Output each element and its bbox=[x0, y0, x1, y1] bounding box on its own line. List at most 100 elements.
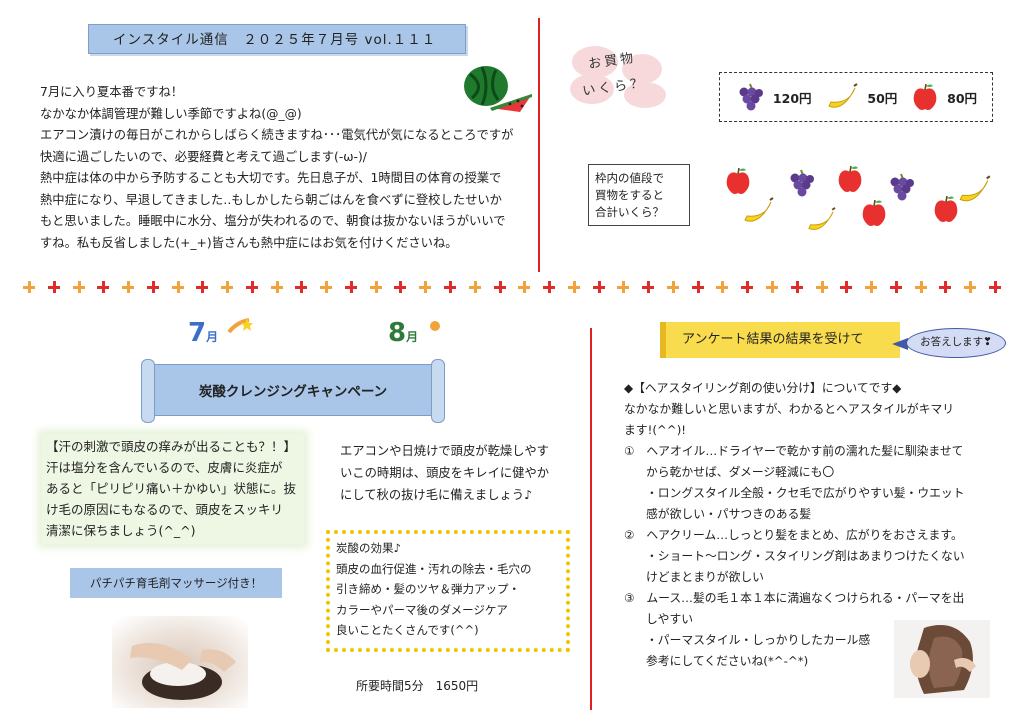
effects-line: カラーやパーマ後のダメージケア bbox=[336, 602, 508, 617]
apple-icon bbox=[862, 199, 886, 226]
divider-cross-icon bbox=[963, 280, 977, 294]
survey-line: ・パーマスタイル・しっかりしたカール感 bbox=[646, 633, 871, 647]
sweat-info-line: あると「ピリピリ痛い＋かゆい」状態に。抜 bbox=[46, 481, 297, 496]
divider-cross-icon bbox=[369, 280, 383, 294]
apple-icon bbox=[913, 83, 937, 110]
intro-line: すね。私も反省しました(+_+)皆さんも熱中症にはお気を付けくださいね。 bbox=[40, 235, 458, 250]
fruit-scatter bbox=[720, 160, 1000, 240]
price-apple-value: 80円 bbox=[947, 90, 978, 106]
sweat-info-line: け毛の原因にもなるので、頭皮をスッキリ bbox=[46, 502, 284, 517]
month-july-label: 7月 bbox=[188, 318, 254, 348]
divider-cross-icon bbox=[592, 280, 606, 294]
decorative-divider bbox=[22, 280, 1002, 298]
price-box: 120円 50円 80円 bbox=[719, 72, 993, 122]
survey-line: なかなか難しいと思いますが、わかるとヘアスタイルがキマリ bbox=[624, 402, 955, 416]
star-icon bbox=[227, 318, 254, 334]
duration-price: 所要時間5分 1650円 bbox=[356, 679, 479, 693]
divider-cross-icon bbox=[839, 280, 853, 294]
price-grapes-value: 120円 bbox=[772, 90, 812, 106]
survey-line: ① ヘアオイル…ドライヤーで乾かす前の濡れた髪に馴染ませて bbox=[624, 444, 964, 458]
intro-line: もと思いました。睡眠中に水分、塩分が失われるので、朝食は抜かないほうがいいで bbox=[40, 214, 506, 228]
divider-cross-icon bbox=[146, 280, 160, 294]
banana-icon bbox=[828, 83, 858, 108]
vertical-divider-top bbox=[538, 18, 540, 272]
campaign-description-line: にして秋の抜け毛に備えましょう♪ bbox=[340, 488, 532, 502]
sweat-info-line: 清潔に保ちましょう(^_^) bbox=[46, 523, 196, 538]
campaign-title-banner: 炭酸クレンジングキャンペーン bbox=[141, 359, 445, 423]
massage-label: パチパチ育毛剤マッサージ付き！ bbox=[70, 568, 282, 598]
divider-cross-icon bbox=[641, 280, 655, 294]
month-august-label: 8月 bbox=[388, 318, 443, 348]
vertical-divider-bottom bbox=[590, 328, 592, 710]
intro-line: 快適に過ごしたいので、必要経費と考えて過ごします(-ω-)/ bbox=[40, 149, 367, 164]
survey-line: けどまとまりが欲しい bbox=[646, 570, 764, 584]
divider-cross-icon bbox=[195, 280, 209, 294]
divider-cross-icon bbox=[567, 280, 581, 294]
survey-answer-text: ◆【ヘアスタイリング剤の使い分け】についてです◆なかなか難しいと思いますが、わか… bbox=[624, 378, 1004, 672]
newsletter-title: インスタイル通信 ２０２５年７月号 vol.１１１ bbox=[88, 24, 466, 54]
divider-cross-icon bbox=[815, 280, 829, 294]
apple-icon bbox=[838, 165, 862, 192]
watermelon-icon bbox=[464, 66, 532, 112]
divider-cross-icon bbox=[96, 280, 110, 294]
intro-line: 熱中症になり、早退してきました‥もしかしたら朝ごはんを食べずに登校したせいか bbox=[40, 192, 502, 207]
sweat-info-line: 【汗の刺激で頭皮の痒みが出ることも？！】 bbox=[46, 439, 297, 454]
divider-cross-icon bbox=[517, 280, 531, 294]
bubble-tail bbox=[892, 338, 908, 350]
sun-icon bbox=[430, 321, 441, 331]
question-line: 合計いくら？ bbox=[595, 205, 664, 219]
divider-cross-icon bbox=[542, 280, 556, 294]
divider-cross-icon bbox=[468, 280, 482, 294]
divider-cross-icon bbox=[72, 280, 86, 294]
divider-cross-icon bbox=[988, 280, 1002, 294]
effects-line: 引き締め・髪のツヤ＆弾力アップ・ bbox=[336, 582, 520, 596]
divider-cross-icon bbox=[443, 280, 457, 294]
divider-cross-icon bbox=[616, 280, 630, 294]
divider-cross-icon bbox=[938, 280, 952, 294]
divider-cross-icon bbox=[47, 280, 61, 294]
divider-cross-icon bbox=[889, 280, 903, 294]
campaign-title: 炭酸クレンジングキャンペーン bbox=[198, 384, 388, 400]
hair-wash-photo bbox=[112, 616, 248, 708]
question-line: 買物をすると bbox=[595, 188, 664, 202]
divider-cross-icon bbox=[864, 280, 878, 294]
divider-cross-icon bbox=[715, 280, 729, 294]
grapes-icon bbox=[890, 173, 914, 201]
banana-icon bbox=[744, 197, 774, 222]
woman-hair-photo bbox=[894, 620, 990, 698]
divider-cross-icon bbox=[740, 280, 754, 294]
divider-cross-icon bbox=[270, 280, 284, 294]
survey-line: 参考にしてくださいね(*^-^*) bbox=[646, 654, 809, 668]
divider-cross-icon bbox=[691, 280, 705, 294]
shopping-label: お買物 いくら？ bbox=[562, 42, 682, 112]
carbonic-effects-box: 炭酸の効果♪頭皮の血行促進・汚れの除去・毛穴の引き締め・髪のツヤ＆弾力アップ・カ… bbox=[326, 530, 570, 652]
apple-icon bbox=[726, 167, 750, 194]
survey-title-bar: アンケート結果の結果を受けて bbox=[660, 322, 900, 358]
divider-cross-icon bbox=[22, 280, 36, 294]
divider-cross-icon bbox=[121, 280, 135, 294]
apple-icon bbox=[934, 195, 958, 222]
campaign-description-line: いこの時期は、頭皮をキレイに健やか bbox=[340, 466, 550, 480]
divider-cross-icon bbox=[220, 280, 234, 294]
price-grapes: 120円 bbox=[735, 82, 812, 112]
intro-text: 7月に入り夏本番ですね！なかなか体調管理が難しい季節ですよね(@_@)エアコン漬… bbox=[40, 82, 540, 254]
survey-line: 感が欲しい・パサつきのある髪 bbox=[646, 507, 812, 521]
survey-title: アンケート結果の結果を受けて bbox=[682, 332, 864, 347]
effects-line: 炭酸の効果♪ bbox=[336, 541, 401, 555]
divider-cross-icon bbox=[294, 280, 308, 294]
divider-cross-icon bbox=[914, 280, 928, 294]
grapes-icon bbox=[739, 83, 763, 111]
month-july-unit: 月 bbox=[206, 330, 219, 344]
month-july-number: 7 bbox=[188, 318, 207, 348]
sweat-info-line: 汗は塩分を含んでいるので、皮膚に炎症が bbox=[46, 460, 283, 475]
divider-cross-icon bbox=[765, 280, 779, 294]
divider-cross-icon bbox=[790, 280, 804, 294]
divider-cross-icon bbox=[245, 280, 259, 294]
survey-line: から乾かせば、ダメージ軽減にも〇 bbox=[646, 465, 835, 479]
intro-line: エアコン漬けの毎日がこれからしばらく続きますね･･･電気代が気になるところですが bbox=[40, 128, 514, 142]
divider-cross-icon bbox=[418, 280, 432, 294]
survey-line: ③ ムース…髪の毛１本１本に満遍なくつけられる・パーマを出 bbox=[624, 591, 965, 605]
banana-icon bbox=[959, 175, 991, 202]
month-august-number: 8 bbox=[388, 318, 407, 348]
intro-line: 熱中症は体の中から予防することも大切です。先日息子が、1時間目の体育の授業で bbox=[40, 171, 502, 185]
